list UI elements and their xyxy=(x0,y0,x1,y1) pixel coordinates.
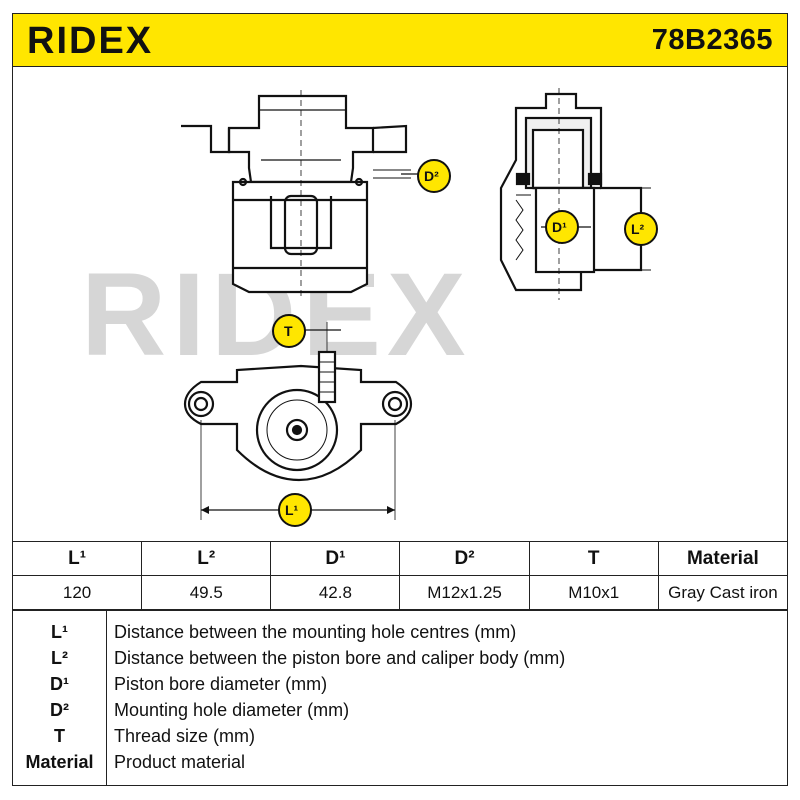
brand-logo: RIDEX xyxy=(27,20,197,65)
caliper-front-view xyxy=(183,350,413,520)
legend-divider xyxy=(106,611,107,785)
caliper-drawing: RIDEX D² xyxy=(81,88,658,527)
legend-key: Material xyxy=(25,752,94,772)
value-d2: M12x1.25 xyxy=(399,575,530,610)
specs-value-row: 120 49.5 42.8 M12x1.25 M10x1 Gray Cast i… xyxy=(11,575,789,610)
legend-key: D² xyxy=(50,700,69,720)
header-d1: D¹ xyxy=(270,541,401,576)
legend-item: L¹ Distance between the mounting hole ce… xyxy=(13,619,787,645)
d2-badge xyxy=(417,159,451,193)
caliper-section-view xyxy=(499,88,643,300)
value-t: M10x1 xyxy=(528,575,659,610)
legend-desc: Distance between the piston bore and cal… xyxy=(114,648,566,668)
legend-item: D² Mounting hole diameter (mm) xyxy=(13,697,787,723)
header-material: Material xyxy=(657,541,789,576)
specs-table: L¹ L² D¹ D² T Material 120 49.5 42.8 M12… xyxy=(11,541,789,610)
legend-key: D¹ xyxy=(50,674,69,694)
legend-item: Material Product material xyxy=(13,749,787,775)
t-badge xyxy=(272,314,306,348)
legend-key: L² xyxy=(51,648,68,668)
caliper-side-view xyxy=(181,90,411,300)
value-l2: 49.5 xyxy=(141,575,272,610)
legend-desc: Thread size (mm) xyxy=(114,726,256,746)
legend-desc: Mounting hole diameter (mm) xyxy=(114,700,350,720)
value-d1: 42.8 xyxy=(270,575,401,610)
header-l1: L¹ xyxy=(11,541,143,576)
legend-desc: Distance between the mounting hole centr… xyxy=(114,622,517,642)
legend-desc: Piston bore diameter (mm) xyxy=(114,674,328,694)
legend-item: L² Distance between the piston bore and … xyxy=(13,645,787,671)
header-d2: D² xyxy=(399,541,530,576)
d1-label: D¹ xyxy=(552,219,567,235)
legend-desc: Product material xyxy=(114,752,246,772)
t-label: T xyxy=(284,323,293,339)
l2-badge xyxy=(624,212,658,246)
header-l2: L² xyxy=(141,541,272,576)
l1-label: L¹ xyxy=(285,502,299,518)
legend-key: L¹ xyxy=(51,622,68,642)
value-material: Gray Cast iron xyxy=(657,575,789,610)
part-number: 78B2365 xyxy=(651,24,773,56)
l2-label: L² xyxy=(631,221,645,237)
legend-box: L¹ Distance between the mounting hole ce… xyxy=(12,610,788,786)
value-l1: 120 xyxy=(11,575,143,610)
specs-header-row: L¹ L² D¹ D² T Material xyxy=(11,541,789,576)
d1-badge xyxy=(545,210,579,244)
header-bar: RIDEX 78B2365 xyxy=(12,13,788,67)
header-t: T xyxy=(528,541,659,576)
technical-drawing: RIDEX D² xyxy=(12,67,788,541)
l1-badge xyxy=(278,493,312,527)
legend-item: T Thread size (mm) xyxy=(13,723,787,749)
d2-label: D² xyxy=(424,168,439,184)
legend-item: D¹ Piston bore diameter (mm) xyxy=(13,671,787,697)
legend-key: T xyxy=(54,726,65,746)
svg-text:RIDEX: RIDEX xyxy=(27,20,153,60)
